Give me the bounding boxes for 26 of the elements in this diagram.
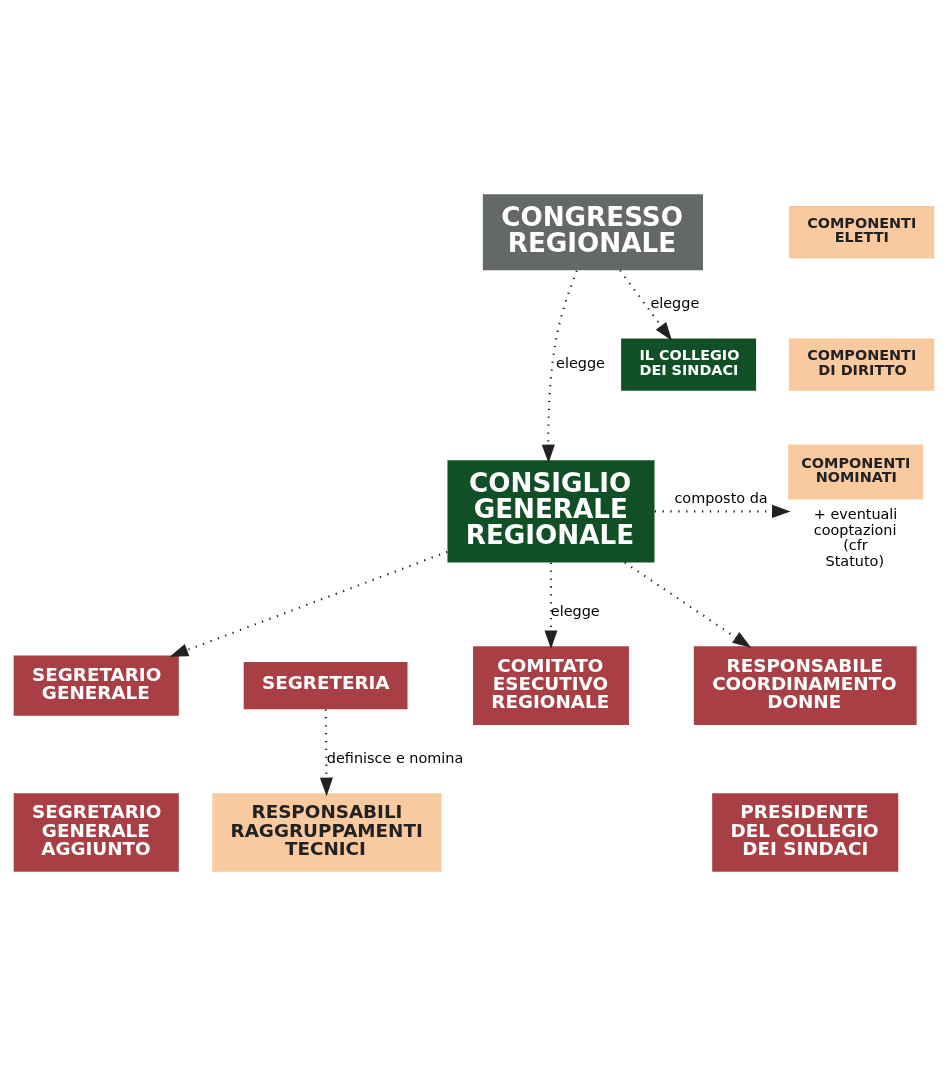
node-box: COMITATO ESECUTIVO REGIONALE — [473, 645, 629, 725]
arrow — [619, 269, 673, 341]
edge-label: definisce e nomina — [326, 749, 464, 766]
node-box: CONSIGLIO GENERALE REGIONALE — [447, 459, 655, 562]
node-box: PRESIDENTE DEL COLLEGIO DEI SINDACI — [712, 792, 899, 872]
edge-label: elegge — [650, 294, 700, 311]
arrow — [624, 561, 752, 648]
arrow — [319, 709, 333, 796]
node-box: SEGRETARIO GENERALE — [13, 655, 179, 716]
arrow — [169, 550, 448, 657]
edge-label: composto da — [674, 489, 768, 506]
arrow — [544, 562, 558, 649]
edge-label: elegge — [550, 602, 600, 619]
node-box: COMPONENTI DI DIRITTO — [788, 337, 935, 391]
node-box: COMPONENTI ELETTI — [788, 205, 935, 258]
node-box: COMPONENTI NOMINATI — [788, 444, 924, 500]
arrow — [654, 504, 791, 518]
node-box: RESPONSABILE COORDINAMENTO DONNE — [693, 645, 917, 725]
node-box: RESPONSABILI RAGGRUPPAMENTI TECNICI — [212, 792, 442, 872]
node-box: SEGRETERIA — [243, 661, 408, 709]
node-box: IL COLLEGIO DEI SINDACI — [621, 337, 757, 391]
node-label: + eventuali cooptazioni (cfr Statuto) — [813, 505, 898, 569]
arrow — [541, 269, 578, 463]
edge-label: elegge — [556, 354, 605, 371]
node-box: SEGRETARIO GENERALE AGGIUNTO — [13, 792, 179, 872]
node-box: CONGRESSO REGIONALE — [482, 193, 703, 270]
